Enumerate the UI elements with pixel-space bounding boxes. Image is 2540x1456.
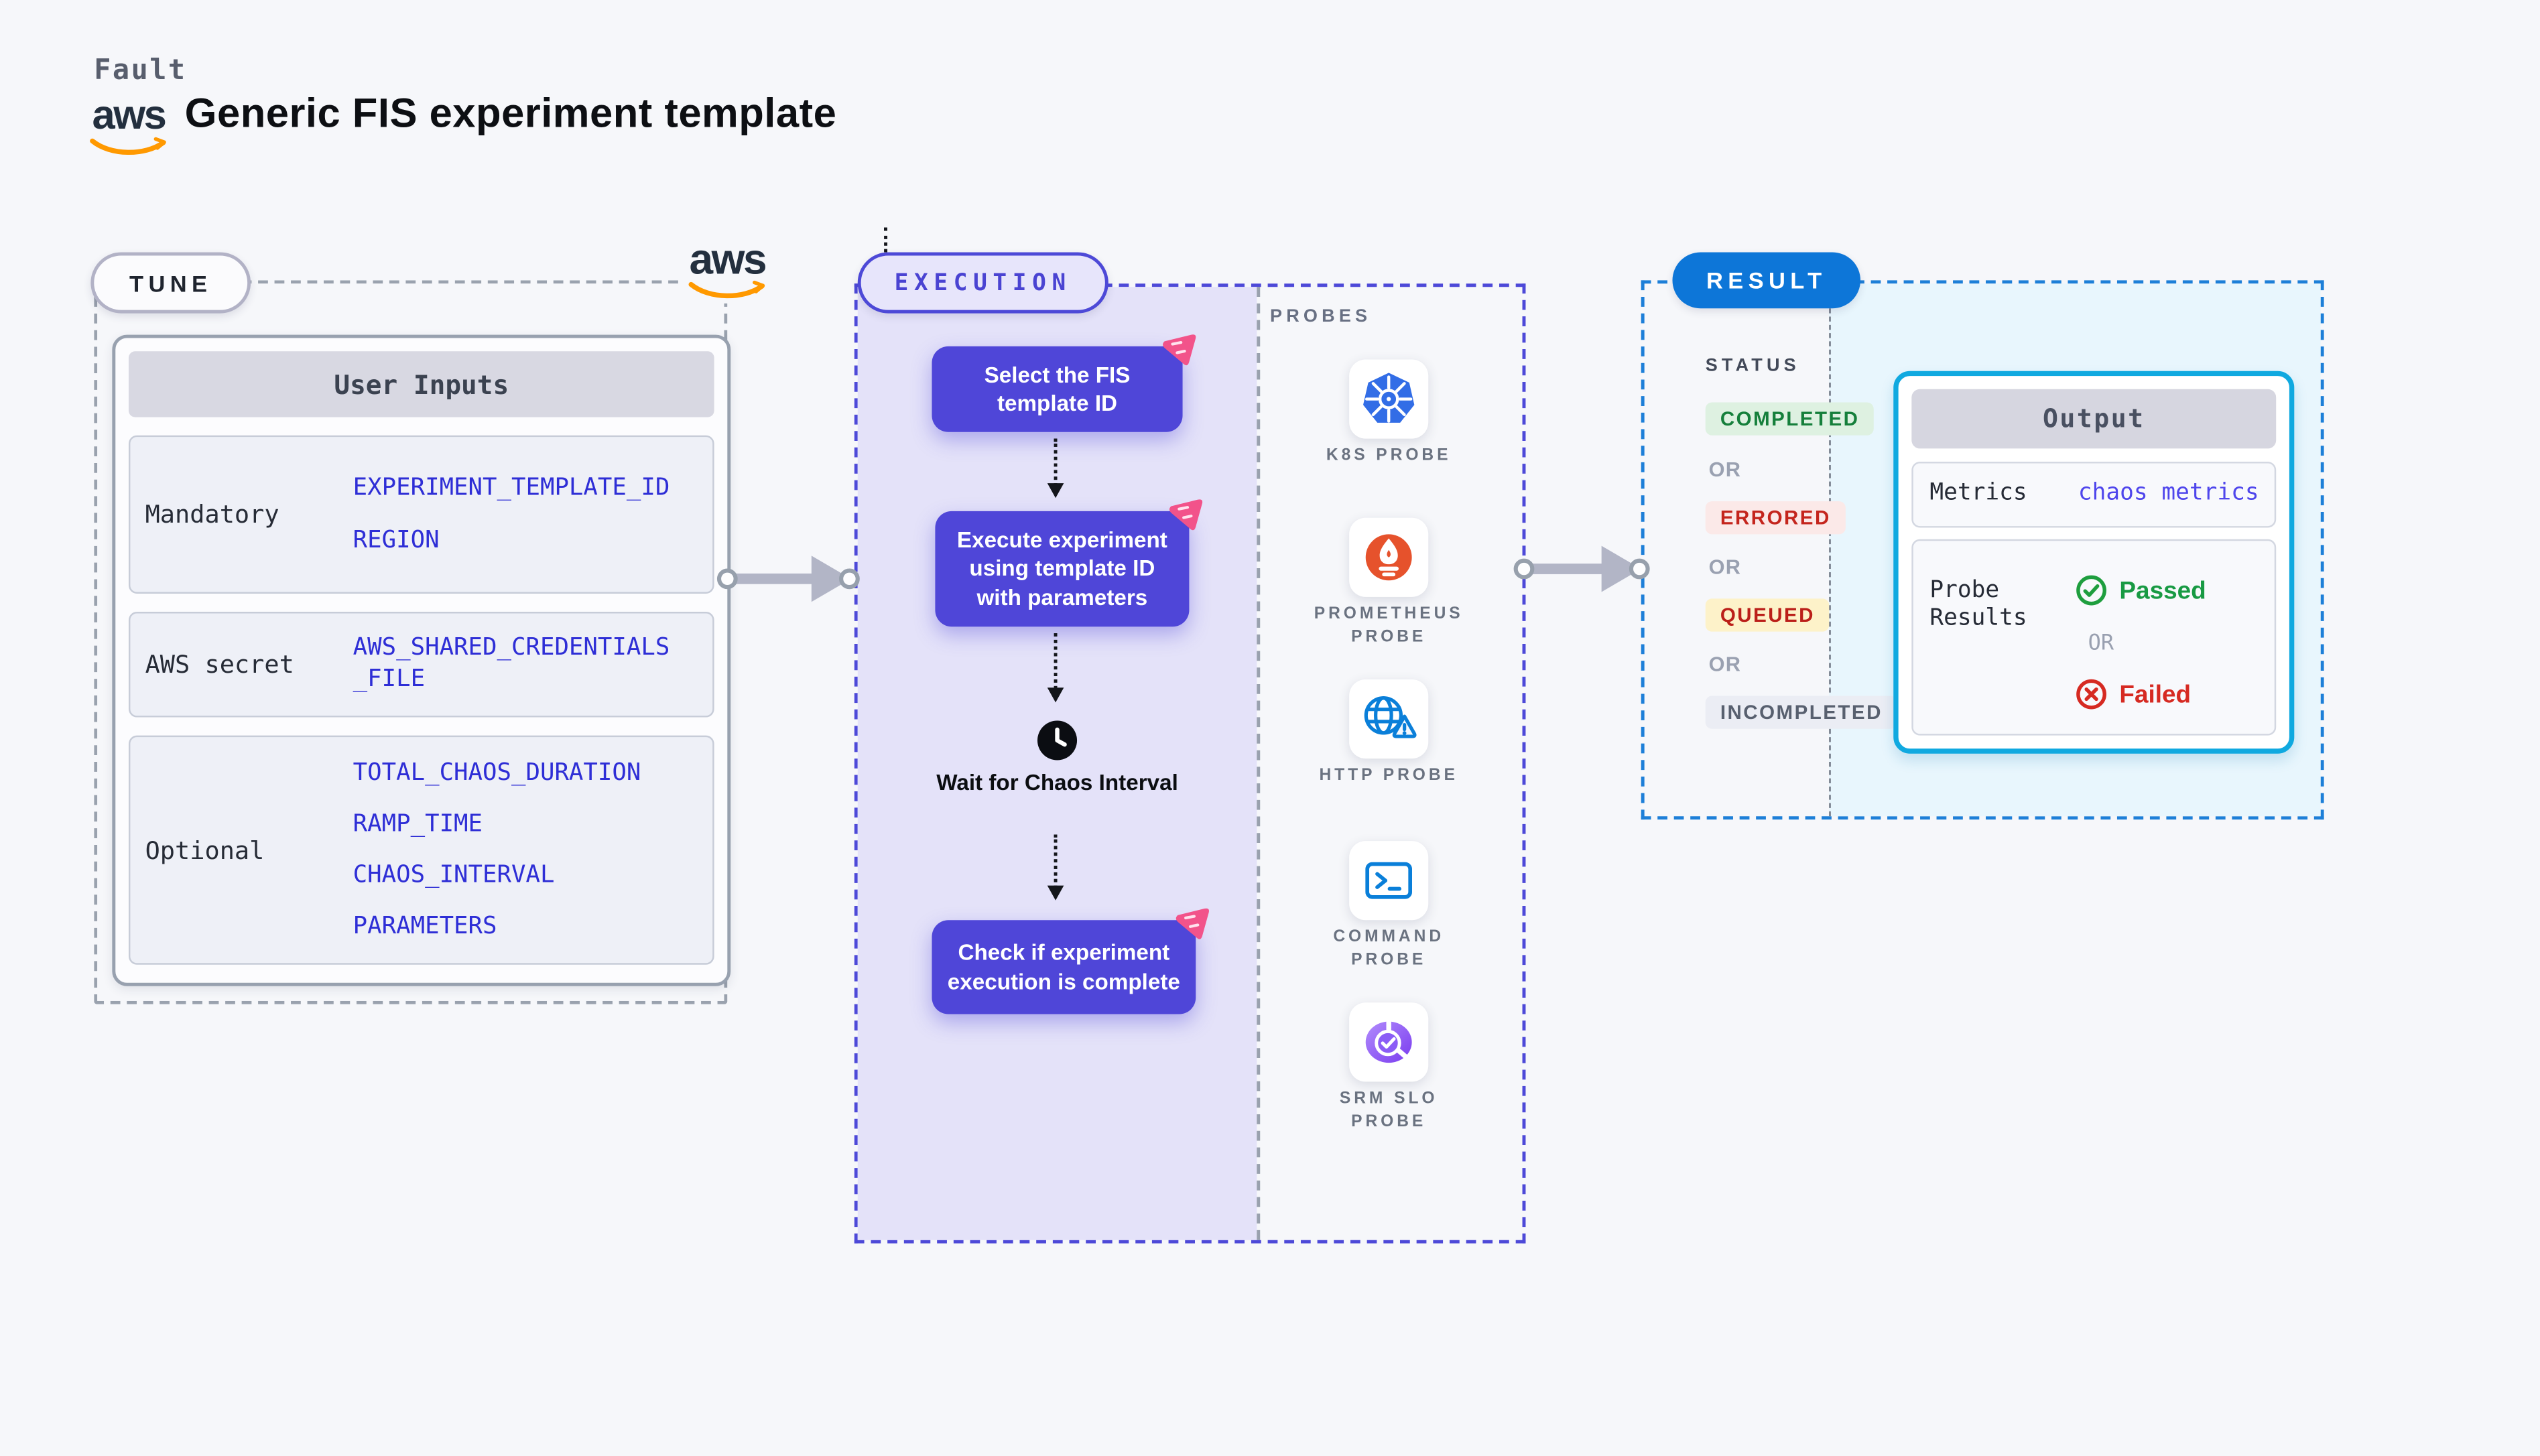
check-circle-icon bbox=[2076, 575, 2106, 606]
execution-section: Select the FIS template ID Execute exper… bbox=[854, 283, 1526, 1244]
litmus-icon bbox=[1163, 334, 1196, 366]
probe-tile-prometheus bbox=[1349, 517, 1429, 597]
flow-connector bbox=[1047, 834, 1064, 901]
probe-result-failed: Failed bbox=[2075, 677, 2191, 710]
step-label: Check if experiment execution is complet… bbox=[947, 939, 1180, 994]
step-execute-experiment: Execute experiment using template ID wit… bbox=[935, 499, 1203, 627]
probe-tile-command bbox=[1349, 841, 1429, 921]
user-inputs-card: User Inputs Mandatory EXPERIMENT_TEMPLAT… bbox=[112, 334, 731, 986]
page-title: Generic FIS experiment template bbox=[184, 90, 837, 137]
output-title: Output bbox=[1911, 389, 2277, 449]
execution-anchor-line bbox=[884, 227, 888, 253]
slo-gauge-icon bbox=[1365, 1020, 1412, 1063]
result-pill: RESULT bbox=[1672, 252, 1861, 309]
probe-tile-k8s bbox=[1349, 359, 1429, 439]
or-label: OR bbox=[1708, 458, 1742, 482]
status-title: STATUS bbox=[1705, 356, 1800, 377]
probes-title: PROBES bbox=[1269, 306, 1372, 327]
probe-label: COMMAND PROBE bbox=[1333, 928, 1445, 969]
input-row-aws-secret: AWS secret AWS_SHARED_CREDENTIALS_FILE bbox=[128, 612, 714, 718]
output-metrics-row: Metrics chaos metrics bbox=[1911, 462, 2277, 528]
status-badge-errored: ERRORED bbox=[1705, 501, 1846, 535]
flow-arrow-execution-to-result bbox=[1513, 545, 1650, 592]
passed-label: Passed bbox=[2119, 576, 2206, 604]
or-label: OR bbox=[1708, 653, 1742, 677]
input-value: REGION bbox=[353, 527, 440, 553]
status-badge-incompleted: INCOMPLETED bbox=[1705, 696, 1898, 729]
or-label: OR bbox=[2088, 631, 2114, 657]
input-value: RAMP_TIME bbox=[353, 810, 483, 837]
x-circle-icon bbox=[2076, 679, 2106, 710]
result-section: STATUS COMPLETED OR ERRORED OR QUEUED OR… bbox=[1641, 280, 2324, 820]
step-check-complete: Check if experiment execution is complet… bbox=[932, 908, 1209, 1014]
clock-icon bbox=[1037, 720, 1078, 760]
globe-warning-icon bbox=[1364, 696, 1417, 738]
input-value: AWS_SHARED_CREDENTIALS_FILE bbox=[353, 635, 670, 693]
litmus-icon bbox=[1176, 908, 1209, 939]
aws-logo: aws bbox=[89, 92, 168, 159]
flow-connector bbox=[1047, 438, 1064, 499]
input-row-optional: Optional TOTAL_CHAOS_DURATION RAMP_TIME … bbox=[128, 735, 714, 965]
litmus-icon bbox=[1169, 499, 1203, 531]
input-value: CHAOS_INTERVAL bbox=[353, 861, 555, 888]
input-row-label: Mandatory bbox=[145, 499, 279, 529]
probe-label: PROMETHEUS PROBE bbox=[1314, 605, 1464, 646]
probe-label: SRM SLO PROBE bbox=[1339, 1089, 1438, 1131]
probe-results-label: Probe Results bbox=[1929, 577, 2027, 632]
terminal-icon bbox=[1365, 862, 1413, 899]
aws-smile-icon bbox=[688, 280, 765, 299]
input-value: TOTAL_CHAOS_DURATION bbox=[353, 759, 641, 786]
input-row-label: AWS secret bbox=[145, 649, 294, 679]
step-label: Execute experiment using template ID wit… bbox=[956, 527, 1167, 610]
probe-result-passed: Passed bbox=[2075, 574, 2206, 606]
wait-step-label: Wait for Chaos Interval bbox=[936, 770, 1178, 795]
probe-tile-srm-slo bbox=[1349, 1002, 1429, 1082]
input-row-mandatory: Mandatory EXPERIMENT_TEMPLATE_ID REGION bbox=[128, 435, 714, 594]
aws-logo-text: aws bbox=[689, 234, 767, 284]
probes-divider bbox=[1257, 287, 1261, 1240]
user-inputs-title: User Inputs bbox=[128, 351, 714, 417]
status-badge-completed: COMPLETED bbox=[1705, 402, 1875, 436]
flow-arrow-tune-to-execution bbox=[716, 555, 860, 602]
aws-logo-text: aws bbox=[92, 92, 166, 139]
kubernetes-icon bbox=[1363, 373, 1415, 423]
input-value: EXPERIMENT_TEMPLATE_ID bbox=[353, 474, 670, 501]
metrics-label: Metrics bbox=[1929, 480, 2027, 507]
input-value: PARAMETERS bbox=[353, 913, 497, 939]
prometheus-icon bbox=[1365, 534, 1412, 581]
probe-label: HTTP PROBE bbox=[1319, 767, 1458, 785]
failed-label: Failed bbox=[2119, 680, 2192, 709]
step-label: Select the FIS template ID bbox=[984, 362, 1131, 416]
step-select-template: Select the FIS template ID bbox=[932, 334, 1196, 432]
or-label: OR bbox=[1708, 555, 1742, 579]
metrics-link: chaos metrics bbox=[2078, 480, 2259, 507]
output-probe-results-row: Probe Results Passed OR Failed bbox=[1911, 539, 2277, 736]
tune-pill: TUNE bbox=[90, 252, 251, 314]
probe-label: K8S PROBE bbox=[1326, 446, 1452, 466]
input-row-label: Optional bbox=[145, 835, 265, 865]
aws-logo-tune: aws bbox=[681, 234, 774, 304]
flow-connector bbox=[1047, 633, 1064, 703]
execution-pill: EXECUTION bbox=[857, 252, 1108, 314]
result-divider bbox=[1829, 283, 1831, 817]
output-card: Output Metrics chaos metrics Probe Resul… bbox=[1893, 371, 2295, 754]
brand-label: Fault bbox=[94, 54, 187, 88]
aws-smile-icon bbox=[90, 137, 166, 155]
status-badge-queued: QUEUED bbox=[1705, 598, 1830, 632]
probe-tile-http bbox=[1349, 679, 1429, 759]
